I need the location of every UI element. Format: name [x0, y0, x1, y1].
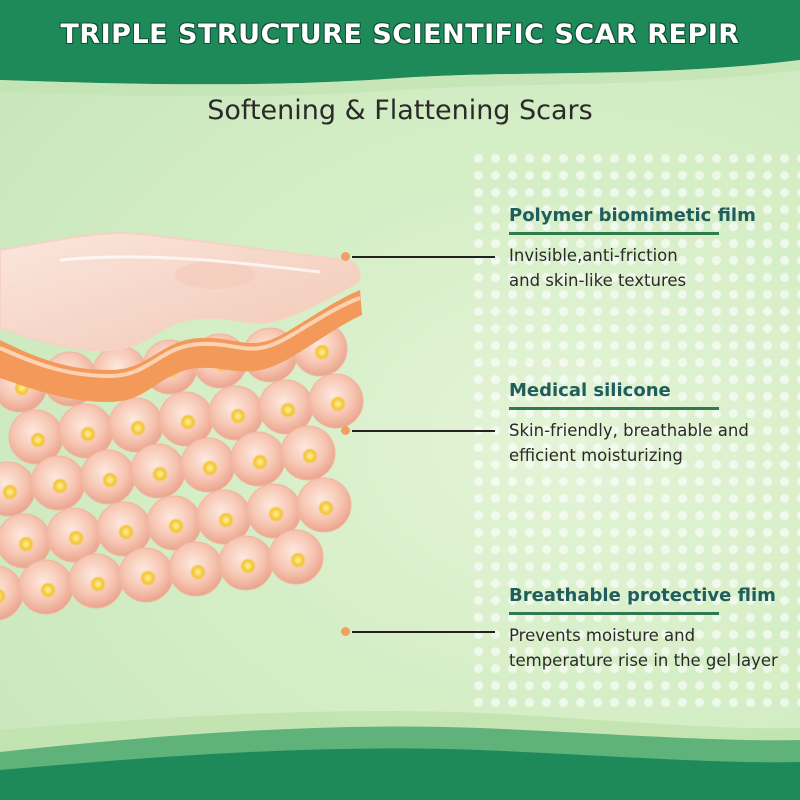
bubble-core	[2, 484, 18, 500]
marker-dot-2	[341, 426, 350, 435]
feature-underline	[509, 407, 719, 410]
leader-line-2	[352, 430, 495, 432]
feature-protective-film: Breathable protective flim Prevents mois…	[509, 585, 789, 673]
bubble-core	[190, 564, 206, 580]
bubble-core	[90, 576, 106, 592]
bubble-core	[52, 478, 68, 494]
bubble-core	[290, 552, 306, 568]
feature-description: Invisible,anti-friction and skin-like te…	[509, 246, 687, 290]
bubble-core	[268, 506, 284, 522]
bubble-core	[302, 448, 318, 464]
bubble-core	[202, 460, 218, 476]
marker-dot-1	[341, 252, 350, 261]
bubble-core	[140, 570, 156, 586]
feature-underline	[509, 232, 719, 235]
leader-line-3	[352, 631, 495, 633]
feature-underline	[509, 612, 719, 615]
bubble-core	[218, 512, 234, 528]
bubble-core	[102, 472, 118, 488]
bubble-core	[130, 420, 146, 436]
bubble-core	[18, 536, 34, 552]
leader-line-1	[352, 256, 495, 258]
page-subtitle: Softening & Flattening Scars	[207, 95, 593, 126]
bottom-green-wave	[0, 710, 800, 800]
bubble-core	[80, 426, 96, 442]
bubble-core	[240, 558, 256, 574]
bubble-core	[152, 466, 168, 482]
bubble-core	[68, 530, 84, 546]
feature-title: Polymer biomimetic film	[509, 205, 756, 226]
polymer-film-layer	[0, 232, 361, 352]
bubble-core	[314, 344, 330, 360]
feature-description: Prevents moisture and temperature rise i…	[509, 626, 778, 670]
bubble-core	[330, 396, 346, 412]
feature-polymer-film: Polymer biomimetic film Invisible,anti-f…	[509, 205, 789, 293]
bubble-core	[180, 414, 196, 430]
dot-pattern-background	[470, 150, 800, 710]
bubble-core	[230, 408, 246, 424]
bubble-core	[168, 518, 184, 534]
bubble-core	[118, 524, 134, 540]
gel-sheet-illustration	[0, 232, 364, 621]
bubble-core	[318, 500, 334, 516]
bubble-core	[280, 402, 296, 418]
top-green-banner	[0, 0, 800, 97]
bubble-core	[252, 454, 268, 470]
marker-dot-3	[341, 627, 350, 636]
banner-title: TRIPLE STRUCTURE SCIENTIFIC SCAR REPIR	[60, 19, 740, 50]
bubble-core	[0, 588, 6, 604]
bubble-core	[30, 432, 46, 448]
bubble-core	[40, 582, 56, 598]
feature-title: Breathable protective flim	[509, 585, 776, 606]
feature-title: Medical silicone	[509, 380, 671, 401]
feature-medical-silicone: Medical silicone Skin-friendly, breathab…	[509, 380, 789, 468]
feature-description: Skin-friendly, breathable and efficient …	[509, 421, 749, 465]
